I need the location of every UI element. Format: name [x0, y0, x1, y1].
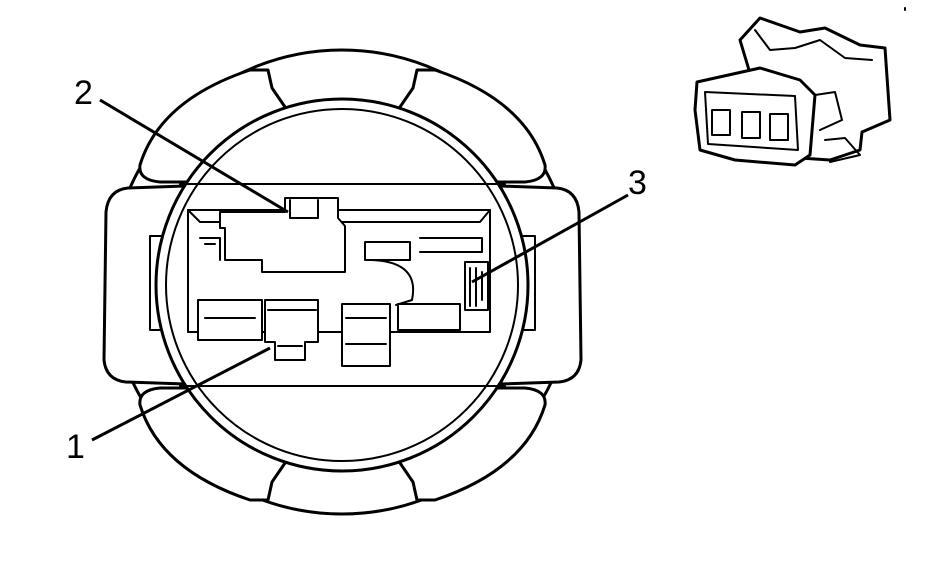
leader-line-1	[91, 346, 271, 442]
leader-line-2	[99, 98, 289, 214]
callout-3: 3	[628, 164, 647, 202]
socket-front-view	[102, 48, 583, 516]
leader-line-3	[471, 193, 629, 284]
terminal-2	[219, 197, 346, 273]
terminal-cavity	[187, 197, 491, 367]
callout-2: 2	[74, 74, 93, 112]
connector-perspective-view	[693, 7, 906, 167]
callout-1: 1	[66, 428, 85, 466]
